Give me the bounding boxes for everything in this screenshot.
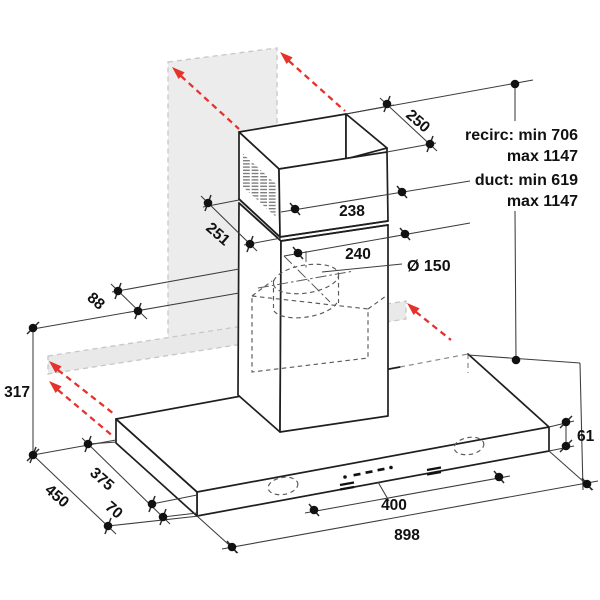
dim-450-label: 450 — [41, 481, 72, 511]
chimney-grille — [243, 153, 276, 217]
dim-400-label: 400 — [381, 497, 407, 514]
dim-70-label: 70 — [102, 498, 126, 522]
dim-238-label: 238 — [339, 203, 365, 220]
dim-400-line — [304, 475, 511, 514]
lamp-left — [267, 476, 299, 496]
duct-diameter-label: Ø 150 — [407, 258, 451, 275]
dim-61-label: 61 — [577, 428, 595, 445]
height-line-bottom — [514, 210, 517, 361]
bracket-mark-left — [339, 481, 355, 491]
chimney — [237, 113, 389, 433]
dim-898-line — [221, 480, 599, 550]
dim-317-label: 317 — [4, 384, 30, 401]
airflow-arrows — [49, 52, 452, 438]
height-range-note: recirc: min 706 max 1147 duct: min 619 m… — [465, 127, 578, 210]
diameter-leader — [321, 263, 403, 273]
hood-rear-edge-hidden — [399, 353, 469, 368]
dim-250-label: 250 — [402, 106, 433, 136]
control-dash-1 — [353, 472, 361, 477]
chimney-lower-left-face — [237, 202, 282, 433]
dim-240-line — [283, 222, 471, 257]
airflow-arrow-heads — [49, 52, 420, 393]
control-dash-3 — [377, 467, 385, 472]
duct-max-text: max 1147 — [507, 193, 578, 210]
recirc-max-text: max 1147 — [507, 148, 578, 165]
blower-box-hidden — [251, 280, 387, 373]
chimney-right-wall — [345, 113, 388, 160]
dim-238-line — [280, 180, 471, 213]
control-dot-right — [389, 465, 393, 470]
airflow-arrow-dashes — [57, 60, 452, 438]
dim-375-70-line — [81, 437, 171, 525]
dim-88-label: 88 — [84, 289, 108, 313]
dimension-dots — [28, 79, 592, 552]
control-dash-2 — [365, 470, 373, 474]
dim-375-label: 375 — [86, 464, 117, 494]
dim-450-line — [32, 454, 117, 535]
control-dot-left — [343, 475, 347, 479]
dimension-graphics — [26, 79, 599, 554]
duct-min-text: duct: min 619 — [475, 172, 578, 189]
dim-240-label: 240 — [345, 246, 371, 263]
control-panel-marks — [343, 465, 393, 479]
bracket-mark-right — [426, 466, 442, 476]
dim-898-label: 898 — [394, 527, 420, 544]
lamp-right — [453, 436, 485, 456]
recirc-min-text: recirc: min 706 — [465, 127, 578, 144]
